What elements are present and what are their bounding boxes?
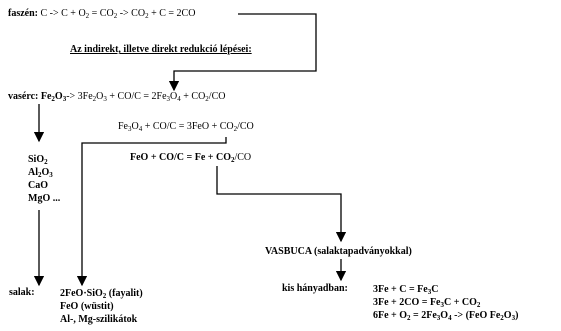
arrow-fe-to-vasbuca bbox=[216, 166, 347, 243]
slag-compound-list: 2FeO·SiO2 (fayalit)FeO (wüstit)Al-, Mg-s… bbox=[60, 288, 143, 325]
arrow-feo-to-salak bbox=[76, 137, 227, 287]
arrow-faszen-to-vaserc bbox=[168, 13, 317, 92]
iron-bloom-label: VASBUCA (salaktapadványokkal) bbox=[265, 246, 412, 257]
slag-label: salak: bbox=[9, 287, 35, 298]
magnetite-reduction-equation: Fe3O4 + CO/C = 3FeO + CO2/CO bbox=[118, 121, 254, 133]
reduction-steps-heading: Az indirekt, illetve direkt redukció lép… bbox=[70, 44, 252, 55]
ore-reduction-equation: vasérc: Fe2O3-> 3Fe2O3 + CO/C = 2Fe3O4 +… bbox=[8, 91, 226, 103]
minor-amount-label: kis hányadban: bbox=[282, 283, 348, 294]
charcoal-equation: faszén: C -> C + O2 = CO2 -> CO2 + C = 2… bbox=[8, 8, 196, 20]
wustite-reduction-equation: FeO + CO/C = Fe + CO2/CO bbox=[130, 152, 252, 164]
